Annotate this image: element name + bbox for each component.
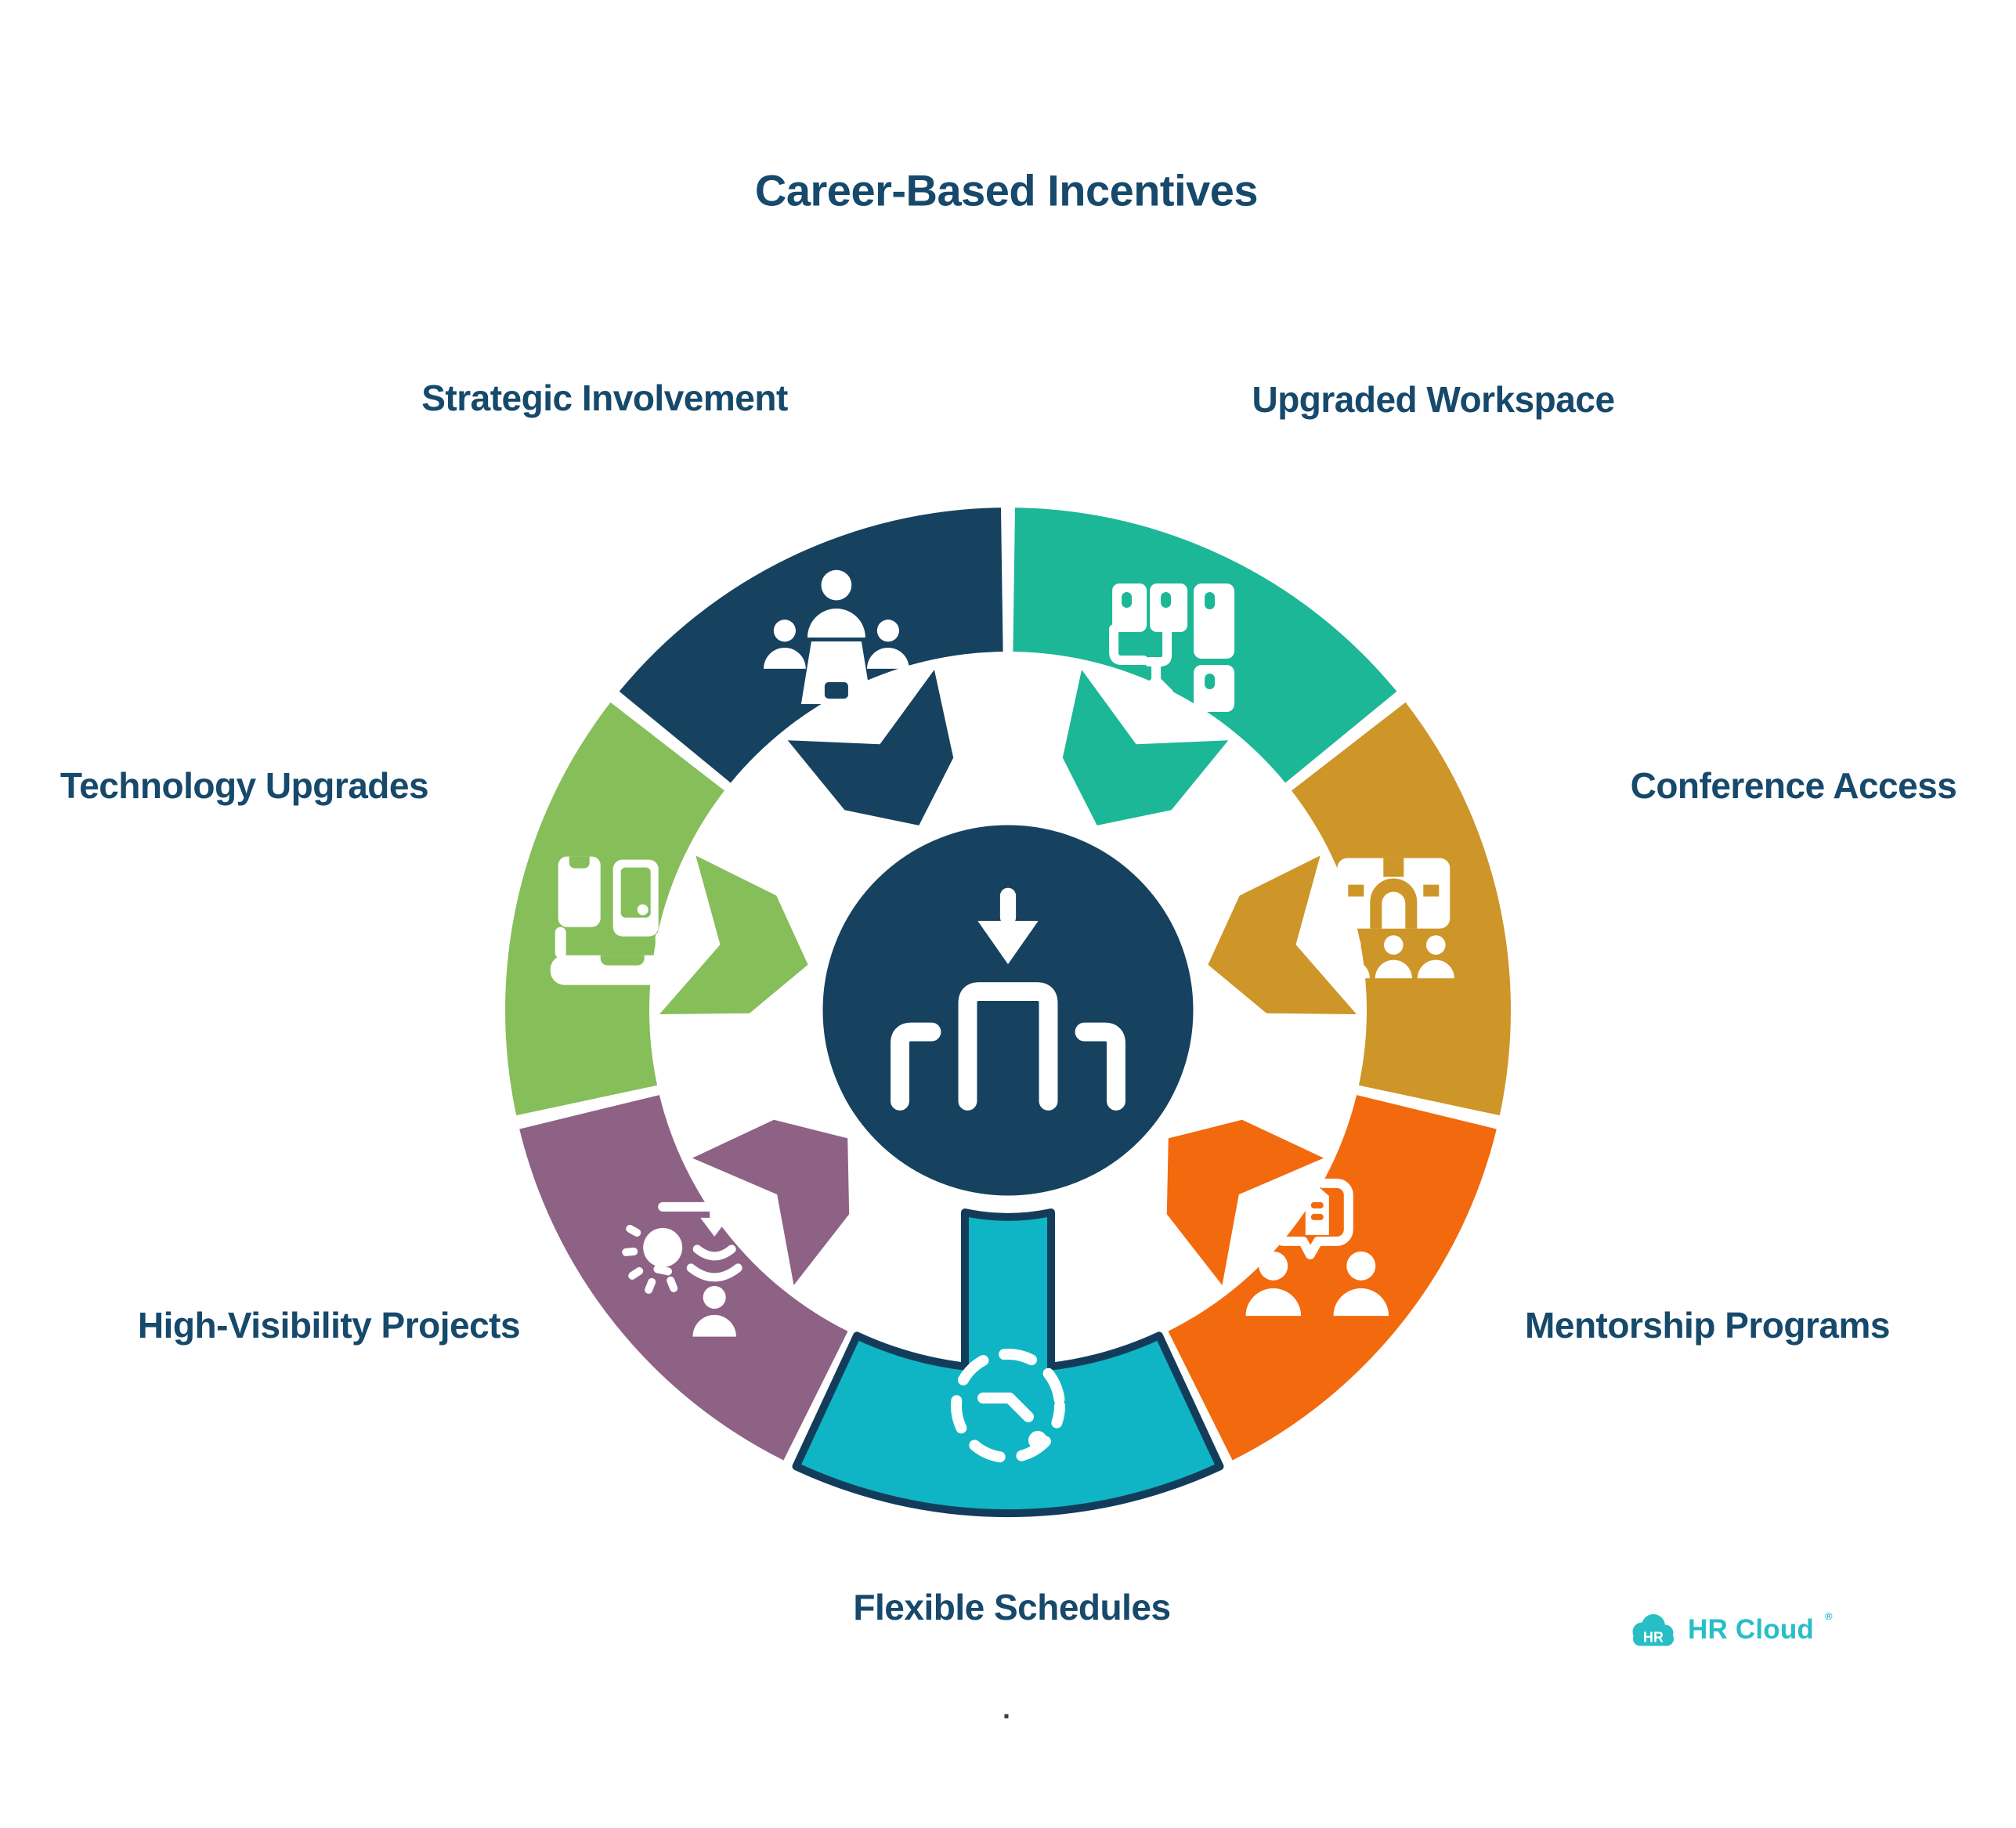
center-circle [814, 816, 1202, 1205]
segment-arrow-4 [692, 1119, 850, 1285]
segment-2 [1168, 1095, 1497, 1461]
conference-stage-icon [1332, 858, 1454, 979]
hr-cloud-icon: HR [1632, 1614, 1674, 1646]
segment-label-strategic-involvement: Strategic Involvement [421, 378, 788, 418]
page-title: Career-Based Incentives [754, 165, 1259, 215]
meeting-table-icon [764, 569, 909, 704]
hr-badge-text: HR [1643, 1630, 1664, 1646]
workspace-furniture-icon [1109, 583, 1235, 712]
devices-icon [550, 856, 676, 985]
footnote-dot: . [1002, 1693, 1011, 1725]
segment-label-conference-access: Conference Access [1630, 765, 1957, 806]
segment-3-selected [792, 1208, 1224, 1517]
registered-mark: ® [1825, 1610, 1833, 1622]
segment-label-flexible-schedules: Flexible Schedules [853, 1587, 1171, 1627]
segment-label-mentorship-programs: Mentorship Programs [1525, 1305, 1890, 1346]
segment-label-technology-upgrades: Technology Upgrades [60, 765, 429, 806]
leadership-selection-icon [891, 887, 1125, 1111]
mentorship-chat-icon [1245, 1178, 1389, 1317]
segment-arrow-1 [1208, 855, 1357, 1014]
segment-label-upgraded-workspace: Upgraded Workspace [1252, 379, 1615, 420]
incentives-wheel [505, 508, 1511, 1517]
flexible-clock-icon [951, 1349, 1065, 1463]
segment-arrow-2 [1166, 1119, 1324, 1285]
segment-4 [519, 1095, 848, 1461]
hr-cloud-logo: HR HR Cloud ® [1629, 1609, 1833, 1651]
segment-label-high-visibility-projects: High-Visibility Projects [137, 1305, 521, 1346]
segment-arrow-6 [787, 670, 954, 825]
hr-cloud-wordmark: HR Cloud [1688, 1614, 1815, 1645]
segment-arrow-5 [659, 855, 808, 1014]
segment-arrow-0 [1062, 670, 1229, 825]
spotlight-idea-icon [622, 1201, 742, 1337]
